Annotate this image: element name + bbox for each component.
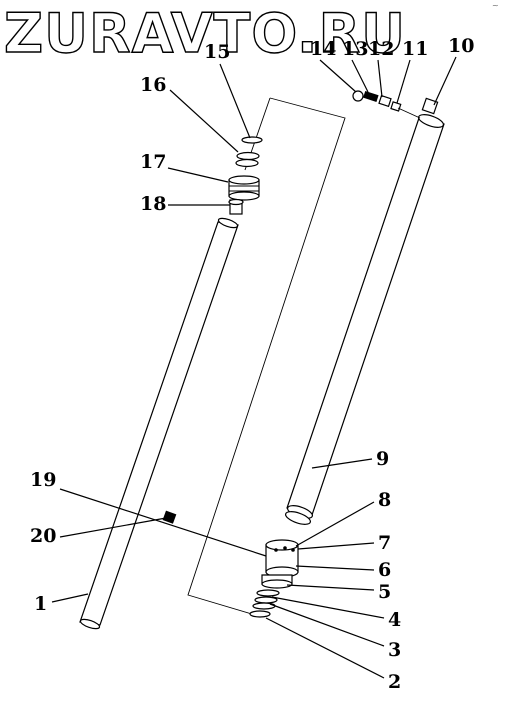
callout-20: 20 xyxy=(30,525,56,547)
corner-mark: ~ xyxy=(492,1,499,10)
callout-13: 13 xyxy=(342,38,368,60)
bottom-head-stack xyxy=(249,539,299,618)
part-2-washer xyxy=(249,610,271,618)
part-12-nut xyxy=(378,94,392,108)
part-14-fitting xyxy=(352,90,364,102)
callout-18: 18 xyxy=(140,193,166,215)
callout-8: 8 xyxy=(378,489,391,511)
part-11-plug xyxy=(390,101,402,112)
cylinder-barrel xyxy=(285,97,445,525)
part-16-ring xyxy=(236,151,260,161)
callout-3: 3 xyxy=(388,639,401,661)
callout-9: 9 xyxy=(376,448,389,470)
top-seal-stack xyxy=(228,136,263,215)
callout-17: 17 xyxy=(140,151,166,173)
part-15-washer xyxy=(241,136,263,144)
callout-1: 1 xyxy=(34,593,47,615)
callout-7: 7 xyxy=(378,532,391,554)
callout-16: 16 xyxy=(140,74,166,96)
part-13-spring xyxy=(363,90,379,102)
callout-10: 10 xyxy=(448,35,474,57)
part-4-ring xyxy=(256,589,280,597)
piston-rod xyxy=(79,217,239,630)
callout-11: 11 xyxy=(402,38,428,60)
callout-6: 6 xyxy=(378,559,391,581)
callout-15: 15 xyxy=(204,41,230,63)
part-20-nut xyxy=(162,510,177,524)
leader-lines xyxy=(51,56,457,679)
callout-4: 4 xyxy=(388,609,401,631)
assembly-frame xyxy=(187,97,346,616)
callout-19: 19 xyxy=(30,469,56,491)
callout-12: 12 xyxy=(368,38,394,60)
callout-labels: 1 2 3 4 5 6 7 8 9 10 11 12 13 14 15 16 1… xyxy=(30,35,474,693)
callout-14: 14 xyxy=(310,38,336,60)
callout-2: 2 xyxy=(388,671,401,693)
watermark-logo: ZURAVTO.RU xyxy=(4,2,406,65)
top-right-fittings xyxy=(352,90,421,119)
callout-5: 5 xyxy=(378,581,391,603)
